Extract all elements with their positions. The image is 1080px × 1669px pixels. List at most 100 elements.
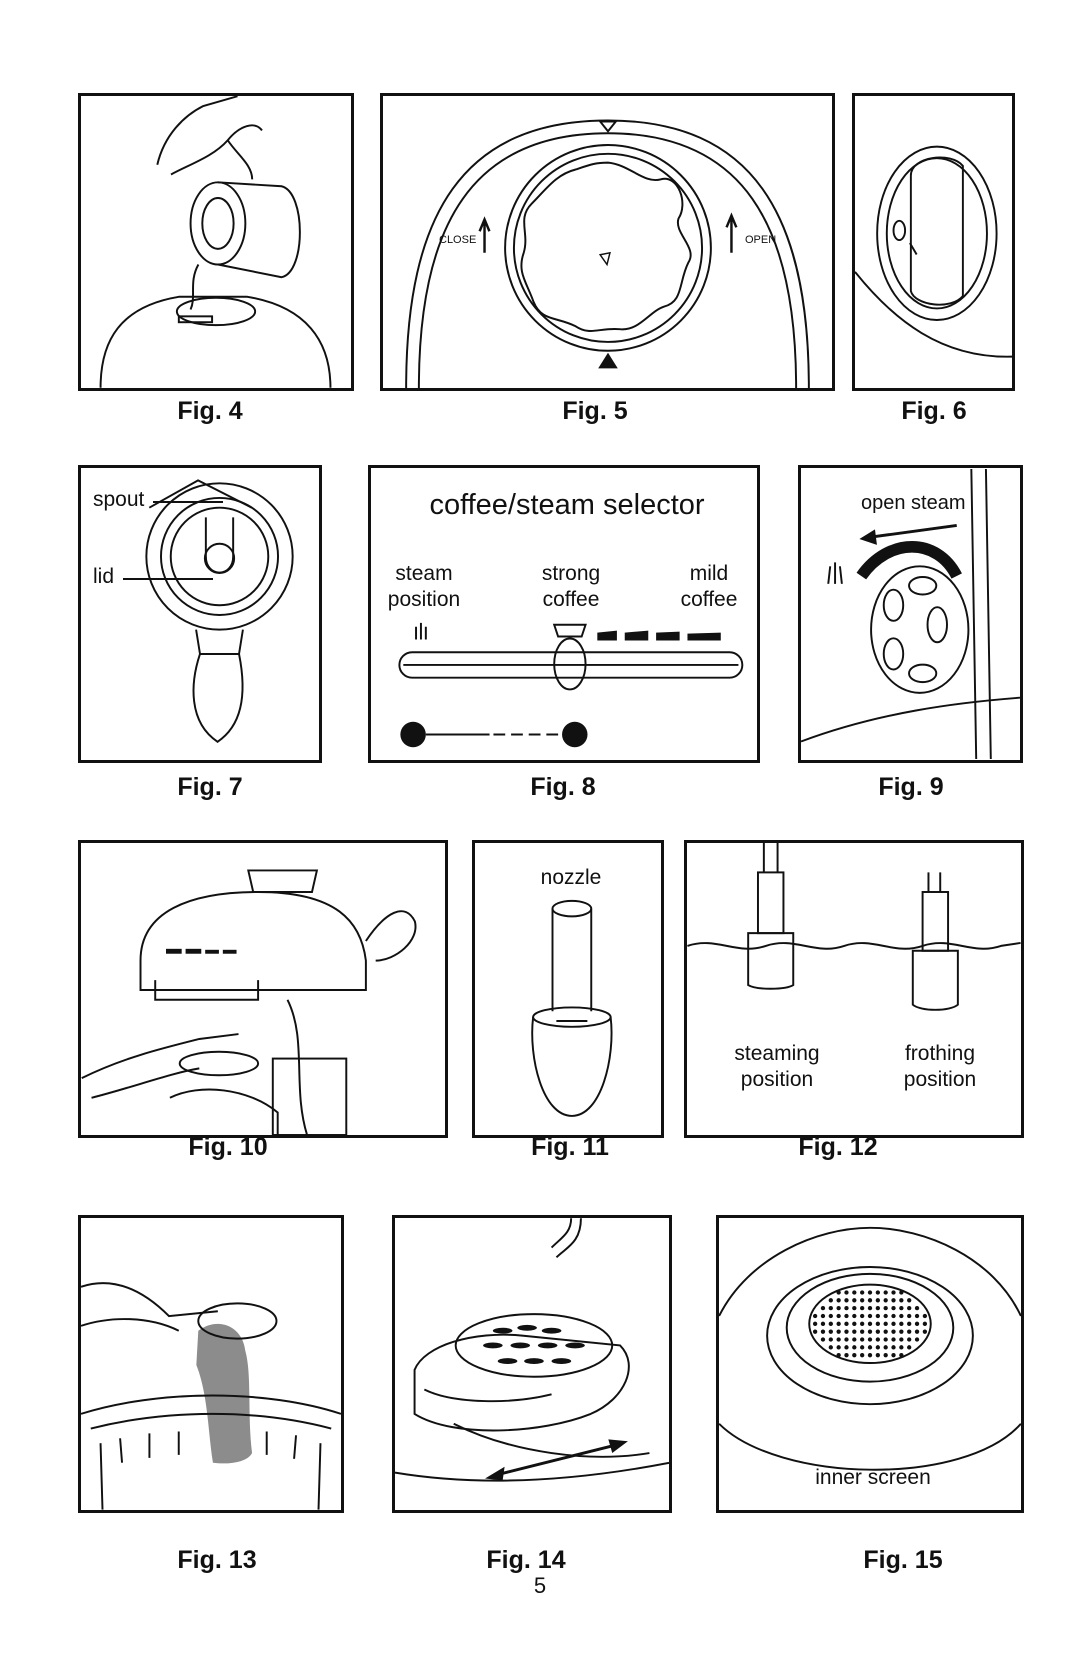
screen-hole (891, 1290, 896, 1295)
screen-hole (891, 1305, 896, 1311)
mild-line1: mild (689, 562, 729, 585)
screen-hole (836, 1329, 841, 1334)
screen-hole (899, 1290, 904, 1295)
screen-hole (922, 1313, 928, 1319)
screen-hole (860, 1345, 865, 1350)
screen-hole (867, 1345, 873, 1350)
fig10-illustration (78, 840, 448, 1138)
fig5-illustration: CLOSE OPEN (380, 93, 835, 391)
screen-hole (852, 1329, 857, 1334)
screen-hole (852, 1321, 857, 1326)
screen-hole (883, 1298, 888, 1303)
screen-hole (883, 1290, 888, 1295)
carafe-top-view (145, 479, 294, 743)
screen-hole (875, 1298, 880, 1303)
screen-hole (883, 1305, 888, 1311)
screen-hole (883, 1345, 888, 1350)
drip-tray-illustration (395, 1218, 669, 1482)
screen-hole (891, 1329, 896, 1334)
screen-hole (820, 1313, 826, 1319)
screen-hole (899, 1345, 904, 1350)
screen-hole (891, 1337, 896, 1342)
screen-hole (836, 1321, 841, 1326)
screen-hole (852, 1345, 857, 1350)
screen-hole (891, 1298, 896, 1303)
screen-hole (836, 1298, 841, 1303)
fig15-illustration: inner screen (716, 1215, 1024, 1513)
screen-hole (860, 1321, 865, 1326)
fig15-caption: Fig. 15 (863, 1546, 943, 1574)
steam-knob-illustration (801, 468, 1020, 760)
steam-line1: steam (395, 562, 453, 585)
screen-hole (860, 1305, 865, 1311)
screen-hole (907, 1298, 912, 1303)
fig7-illustration: spout lid (78, 465, 322, 763)
screen-hole (828, 1329, 833, 1334)
fig4-caption: Fig. 4 (177, 397, 243, 425)
screen-hole (844, 1345, 849, 1350)
screen-hole (883, 1321, 888, 1326)
fig6-caption: Fig. 6 (901, 397, 967, 425)
mild-coffee-label: mild coffee (661, 561, 757, 613)
screen-hole (899, 1321, 904, 1326)
screen-hole (883, 1329, 888, 1334)
strong-line2: coffee (542, 588, 600, 611)
screen-hole (899, 1305, 904, 1311)
screen-hole (844, 1337, 849, 1342)
screen-hole (820, 1305, 826, 1311)
steam-position-label: steam position (376, 561, 472, 613)
screen-hole (891, 1313, 896, 1319)
screen-hole (914, 1329, 920, 1334)
fig8-illustration: coffee/steam selector steam position str… (368, 465, 760, 763)
screen-hole (907, 1329, 912, 1334)
screen-hole (820, 1337, 826, 1342)
fig12-caption: Fig. 12 (798, 1133, 878, 1161)
page-number: 5 (533, 1573, 547, 1598)
fig13-illustration (78, 1215, 344, 1513)
screen-hole (914, 1337, 920, 1342)
emptying-grounds-illustration (81, 1282, 341, 1510)
inner-screen-label: inner screen (815, 1466, 931, 1489)
screen-hole (844, 1290, 849, 1295)
screen-hole (836, 1305, 841, 1311)
mild-line2: coffee (680, 588, 738, 611)
screen-hole (875, 1313, 880, 1319)
screen-hole (867, 1305, 873, 1311)
fig8-caption: Fig. 8 (530, 773, 596, 801)
fig4-illustration (78, 93, 354, 391)
screen-hole (820, 1329, 826, 1334)
lid-label: lid (93, 565, 115, 588)
fig9-caption: Fig. 9 (878, 773, 944, 801)
open-label: OPEN (745, 234, 777, 246)
open-steam-label: open steam (861, 492, 966, 514)
inner-screen-illustration (719, 1226, 1021, 1471)
screen-hole (875, 1321, 880, 1326)
fig12-illustration: steaming position frothing position (684, 840, 1024, 1138)
screen-hole (860, 1337, 865, 1342)
screen-hole (812, 1321, 818, 1326)
nozzle-label: nozzle (540, 866, 602, 889)
screen-hole (907, 1345, 912, 1350)
screen-hole (844, 1305, 849, 1311)
screen-hole (828, 1337, 833, 1342)
selector-slider-diagram (398, 622, 744, 748)
screen-hole (875, 1337, 880, 1342)
screen-hole (852, 1298, 857, 1303)
screen-hole (852, 1305, 857, 1311)
screen-hole (844, 1313, 849, 1319)
screen-hole (852, 1290, 857, 1295)
screen-hole (899, 1353, 904, 1358)
fig14-caption: Fig. 14 (486, 1546, 566, 1574)
fig10-caption: Fig. 10 (188, 1133, 268, 1161)
screen-hole (860, 1298, 865, 1303)
screen-hole (836, 1337, 841, 1342)
screen-hole (867, 1353, 873, 1358)
steaming-frothing-diagram (687, 843, 1021, 1011)
screen-hole (914, 1305, 920, 1311)
screen-hole (828, 1313, 833, 1319)
fig6-illustration (852, 93, 1015, 391)
nozzle-illustration (531, 899, 613, 1117)
dial-illustration (405, 119, 810, 388)
screen-hole (820, 1321, 826, 1326)
screen-hole (867, 1313, 873, 1319)
